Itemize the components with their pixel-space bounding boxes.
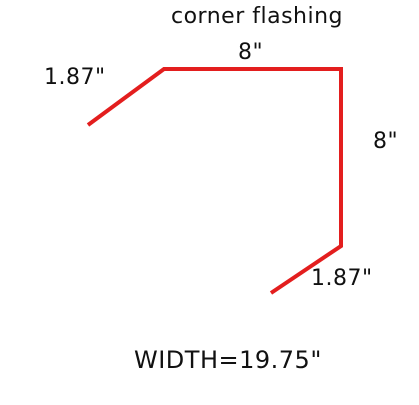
left-flange-dimension: 1.87": [44, 65, 106, 90]
bottom-flange-dimension: 1.87": [311, 266, 373, 291]
total-width-label: WIDTH=19.75": [134, 346, 322, 374]
diagram-title: corner flashing: [171, 4, 343, 29]
flashing-profile-line: [86, 67, 343, 295]
top-face-dimension: 8": [238, 40, 264, 65]
right-face-dimension: 8": [373, 129, 399, 154]
